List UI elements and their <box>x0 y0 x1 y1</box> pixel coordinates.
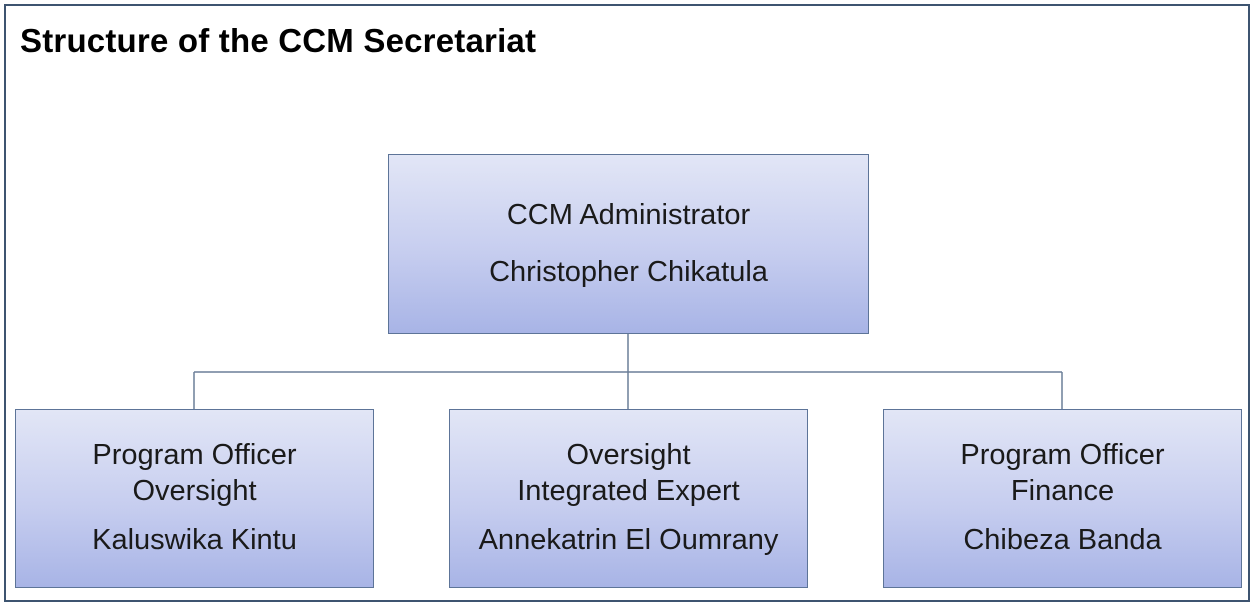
node-role: Program Officer Finance <box>960 439 1165 507</box>
node-ccm-administrator: CCM Administrator Christopher Chikatula <box>388 154 869 334</box>
node-role: Oversight Integrated Expert <box>517 439 740 507</box>
node-program-officer-finance: Program Officer Finance Chibeza Banda <box>883 409 1242 588</box>
diagram-title: Structure of the CCM Secretariat <box>20 22 537 59</box>
node-role: CCM Administrator <box>506 198 751 231</box>
node-person-name: Annekatrin El Oumrany <box>478 524 779 557</box>
node-person-name: Chibeza Banda <box>963 524 1162 557</box>
node-role: Program Officer Oversight <box>92 439 297 507</box>
node-person-name: Kaluswika Kintu <box>92 524 297 557</box>
node-person-name: Christopher Chikatula <box>489 256 768 288</box>
node-program-officer-oversight: Program Officer Oversight Kaluswika Kint… <box>15 409 374 588</box>
node-oversight-integrated-expert: Oversight Integrated Expert Annekatrin E… <box>449 409 808 588</box>
